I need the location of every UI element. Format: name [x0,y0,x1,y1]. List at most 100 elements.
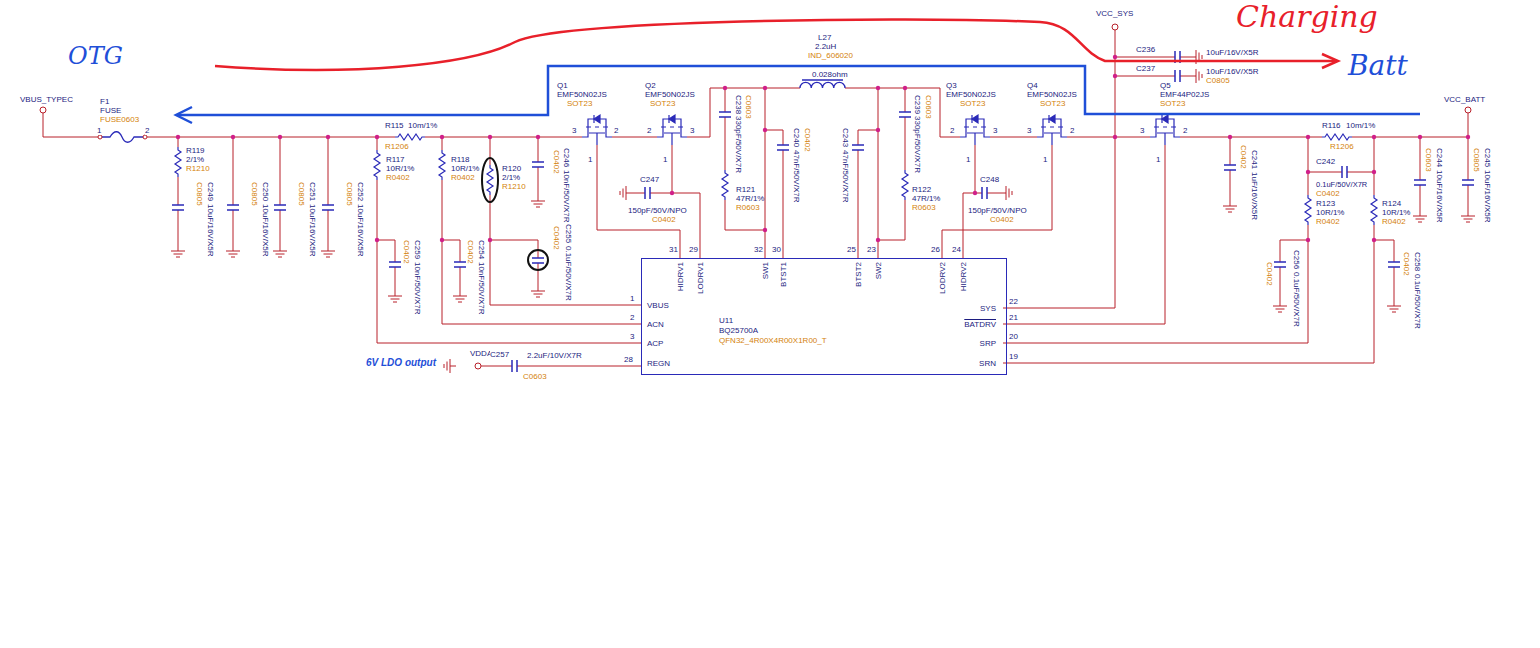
ground-symbol [531,285,545,297]
junction-dot [1466,135,1470,139]
footprint-label: C0402 [1402,252,1410,276]
wire [377,137,641,343]
junction-dot [876,128,880,132]
capacitor-symbol [719,112,731,117]
footprint-label: R0402 [1382,218,1406,226]
component-label: EMF50N02JS [1027,91,1077,99]
junction-dot [1306,170,1310,174]
component-label: 150pF/50V/NPO [628,207,687,215]
capacitor-symbol [1274,262,1286,267]
footprint-label: C0805 [1206,77,1230,85]
footprint-label: C0402 [803,128,811,152]
component-label: 3 [630,333,634,341]
wire [178,137,328,245]
footprint-label: C0603 [523,373,547,381]
charging-path [215,19,1335,69]
mosfet-symbol [1150,115,1180,145]
component-label: 10uF/16V/X5R [1206,68,1258,76]
capacitor-symbol [322,205,334,210]
junction-dot [440,135,444,139]
capacitor-symbol [899,112,911,117]
component-label: 0.028ohm [812,71,848,79]
footprint-label: C0603 [1424,148,1432,172]
footprint-label: C0805 [1472,148,1480,172]
component-label: VCC_BATT [1444,96,1485,104]
ground-symbol [273,245,287,257]
footprint-label: R1210 [186,165,210,173]
junction-dot [326,135,330,139]
component-label: Q2 [645,82,656,90]
component-label: 24 [952,246,961,254]
junction-dot [1113,135,1117,139]
footprint-label: IND_606020 [808,52,853,60]
fuse-symbol [100,132,145,143]
component-label: EMF50N02JS [645,91,695,99]
component-label: EMF50N02JS [946,91,996,99]
footprint-label: C0402 [552,226,560,250]
component-label: 22 [1009,298,1018,306]
capacitor-symbol [982,187,987,199]
resistor-symbol [1322,134,1352,140]
component-label: 10uF/16V/X5R [308,204,316,256]
resistor-symbol [1305,195,1311,225]
component-label: 10nF/50V/X7R [477,262,485,314]
footprint-label: C0402 [1265,262,1273,286]
junctions [176,55,1470,242]
footprint-label: C0805 [250,182,258,206]
footprint-label: C0805 [345,182,353,206]
inductor-symbol [800,82,845,88]
component-label: Q4 [1027,82,1038,90]
resistor-symbol [1371,195,1377,225]
component-label: 10nF/50V/X7R [413,262,421,314]
footprint-label: R0402 [386,174,410,182]
component-label: 1 [97,127,101,135]
component-label: 31 [669,246,678,254]
component-label: 10uF/16V/X5R [1206,49,1258,57]
junction-dot [536,135,540,139]
component-label: R115 [385,122,404,130]
capacitor-symbol [1388,262,1400,267]
component-label: Q3 [946,82,957,90]
junction-dot [1372,170,1376,174]
footprint-label: R1206 [1330,143,1354,151]
footprint-label: SOT23 [1160,100,1185,108]
component-label: VBUS_TYPEC [20,96,73,104]
component-label: VDDA [470,350,492,358]
resistor-symbol [439,150,445,180]
fuse-symbol [98,132,147,143]
component-label: R120 [502,165,521,173]
junction-dot [1418,135,1422,139]
footprint-label: R1206 [385,143,409,151]
pin-name: LODRV2 [939,262,947,294]
component-label: R118 [451,156,470,164]
component-label: R117 [386,156,405,164]
component-label: C237 [1136,65,1155,73]
ground-symbol [620,186,632,200]
mosfet-symbol [960,115,990,145]
component-label: 0.1uF/50V/X7R [1292,272,1300,327]
capacitor-symbol [172,205,184,210]
component-label: 19 [1009,353,1018,361]
component-label: 2.2uH [815,43,836,51]
ic-box: U11BQ25700AQFN32_4R00X4R00X1R00_TVBUSACN… [641,258,1007,375]
junction-dot [231,135,235,139]
component-label: 10uF/16V/X5R [1435,170,1443,222]
junction-dot [488,135,492,139]
junction-dot [876,238,880,242]
pin-name: SRN [979,360,996,368]
ground-symbol [171,245,185,257]
component-label: 1 [588,156,592,164]
pin-name: VBUS [647,302,669,310]
component-label: 10R/1% [386,165,414,173]
component-label: C238 [734,95,742,114]
pin-name: BATDRV [964,321,996,329]
footprint-label: C0402 [1316,190,1340,198]
component-label: 3 [1140,127,1144,135]
component-label: 47R/1% [912,195,940,203]
footprint-label: C0402 [652,216,676,224]
component-label: R123 [1316,200,1335,208]
ground-symbol [388,290,402,302]
junction-dot [763,86,767,90]
component-label: 20 [1009,333,1018,341]
